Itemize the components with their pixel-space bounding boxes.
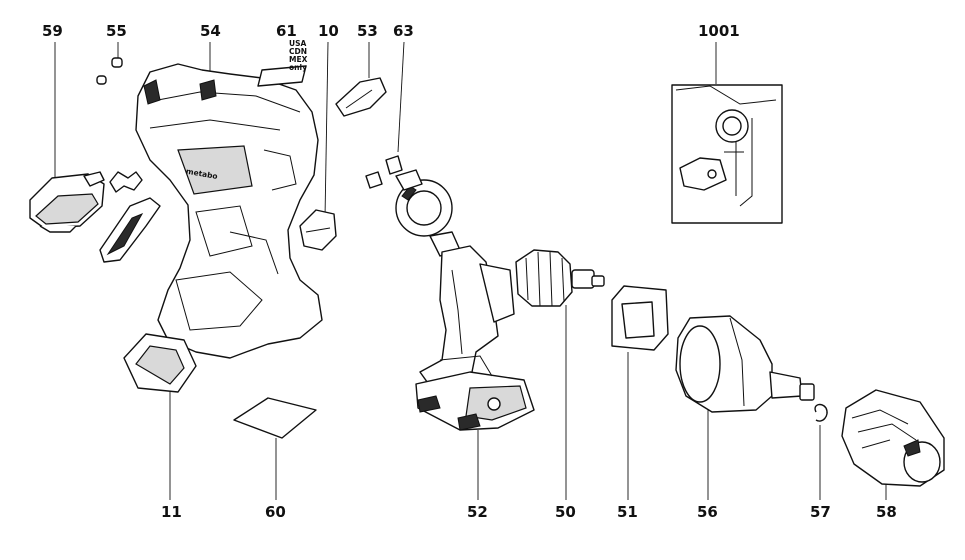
callout-50: 50 xyxy=(555,503,576,521)
callout-60: 60 xyxy=(265,503,286,521)
label-note-line1: USA xyxy=(289,39,306,48)
callout-53: 53 xyxy=(357,22,378,40)
part-57-retaining-ring xyxy=(814,403,828,422)
part-11-slide-pad xyxy=(123,333,197,393)
part-spring-clip xyxy=(109,171,143,193)
label-note-line3: MEX xyxy=(289,55,308,64)
callout-1001: 1001 xyxy=(698,22,740,40)
callout-10: 10 xyxy=(318,22,339,40)
callout-56: 56 xyxy=(697,503,718,521)
part-52-motor-carrier xyxy=(415,245,535,431)
part-58-nose-cover xyxy=(841,389,945,487)
part-51-sleeve xyxy=(611,285,669,351)
callout-59: 59 xyxy=(42,22,63,40)
part-54-housing: metabo xyxy=(135,63,323,359)
callout-51: 51 xyxy=(617,503,638,521)
part-61-label: USA CDN MEX only xyxy=(257,39,308,87)
callout-63: 63 xyxy=(393,22,414,40)
callout-11: 11 xyxy=(161,503,182,521)
part-56-gear-housing xyxy=(675,315,815,413)
callout-61: 61 xyxy=(276,22,297,40)
part-10-slide-switch xyxy=(299,209,337,251)
label-note-line4: only xyxy=(289,63,307,72)
part-53-cover-cap xyxy=(335,77,387,117)
part-59-latch-clip xyxy=(29,171,105,233)
callout-55: 55 xyxy=(106,22,127,40)
part-50-armature xyxy=(515,249,605,307)
callout-54: 54 xyxy=(200,22,221,40)
part-55-screws xyxy=(96,57,123,85)
callout-58: 58 xyxy=(876,503,897,521)
part-60-sheet xyxy=(233,397,317,439)
leader-lines xyxy=(54,41,887,500)
callout-52: 52 xyxy=(467,503,488,521)
label-note-line2: CDN xyxy=(289,47,307,56)
callout-57: 57 xyxy=(810,503,831,521)
part-63-electronics-board xyxy=(365,155,461,257)
part-trigger-insert xyxy=(99,197,161,263)
detail-1001-inset xyxy=(671,84,783,224)
